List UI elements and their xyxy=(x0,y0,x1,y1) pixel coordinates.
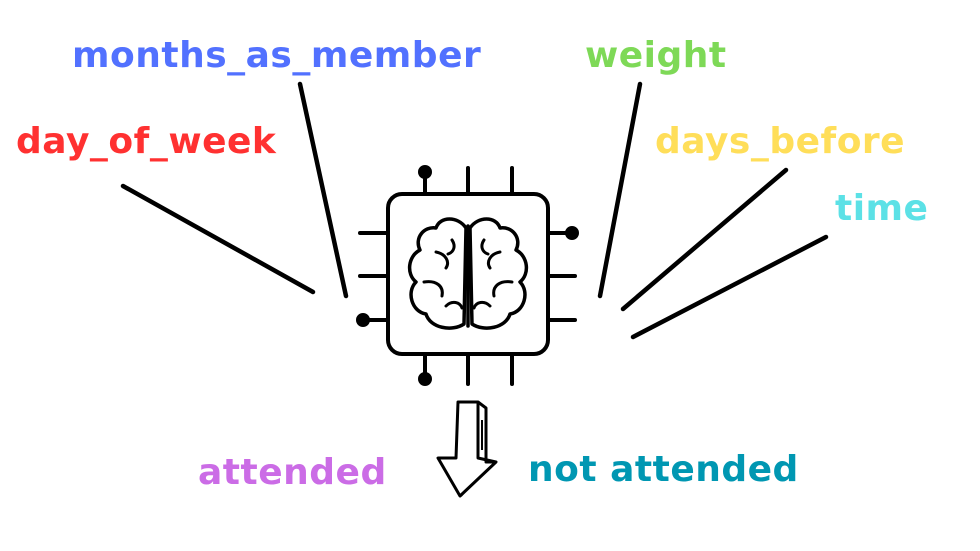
feature-label-days-before: days_before xyxy=(655,121,906,162)
connector-months-as-member xyxy=(297,81,349,299)
brain-chip-icon xyxy=(356,165,579,386)
connector-time xyxy=(630,234,829,340)
feature-label-time: time xyxy=(835,188,929,229)
connector-weight xyxy=(597,81,643,299)
feature-label-weight: weight xyxy=(585,35,727,76)
feature-label-months-as-member: months_as_member xyxy=(72,35,482,76)
down-arrow-icon xyxy=(436,400,498,498)
outcome-label-not-attended: not attended xyxy=(528,449,799,490)
outcome-label-attended: attended xyxy=(198,452,387,493)
connector-days-before xyxy=(620,167,789,312)
connector-day-of-week xyxy=(120,183,316,295)
feature-label-day-of-week: day_of_week xyxy=(16,121,277,162)
